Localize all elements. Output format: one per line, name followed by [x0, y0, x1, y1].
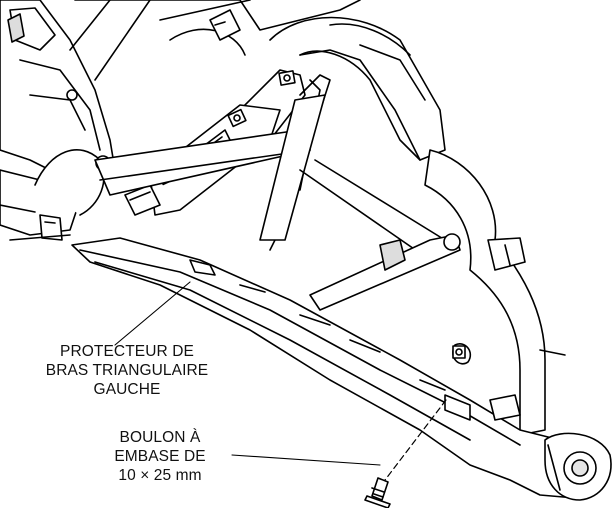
a-arm-guard: [71, 237, 606, 499]
bolt-leader-line: [231, 454, 381, 466]
flange-bolt-label-line-1: BOULON À: [119, 429, 201, 446]
frame-left-assembly: [0, 0, 116, 241]
flange-bolt: [364, 399, 447, 508]
frame-braces: [259, 94, 461, 311]
callout-leader-lines: [114, 281, 381, 466]
guard-leader-line: [114, 281, 191, 346]
a-arm-guard-label-line-1: PROTECTEUR DE: [60, 343, 194, 360]
flange-bolt-label: BOULON À EMBASE DE 10 × 25 mm: [92, 428, 228, 485]
a-arm-guard-label-line-2: BRAS TRIANGULAIRE: [45, 362, 209, 379]
upper-frame-tubes: [69, 0, 446, 161]
flange-bolt-label-line-2: EMBASE DE: [114, 448, 206, 465]
a-arm-guard-label: PROTECTEUR DE BRAS TRIANGULAIRE GAUCHE: [16, 342, 238, 399]
a-arm-guard-label-line-3: GAUCHE: [93, 381, 161, 398]
ball-joint-end: [544, 432, 612, 501]
flange-bolt-label-line-3: 10 × 25 mm: [118, 467, 202, 484]
